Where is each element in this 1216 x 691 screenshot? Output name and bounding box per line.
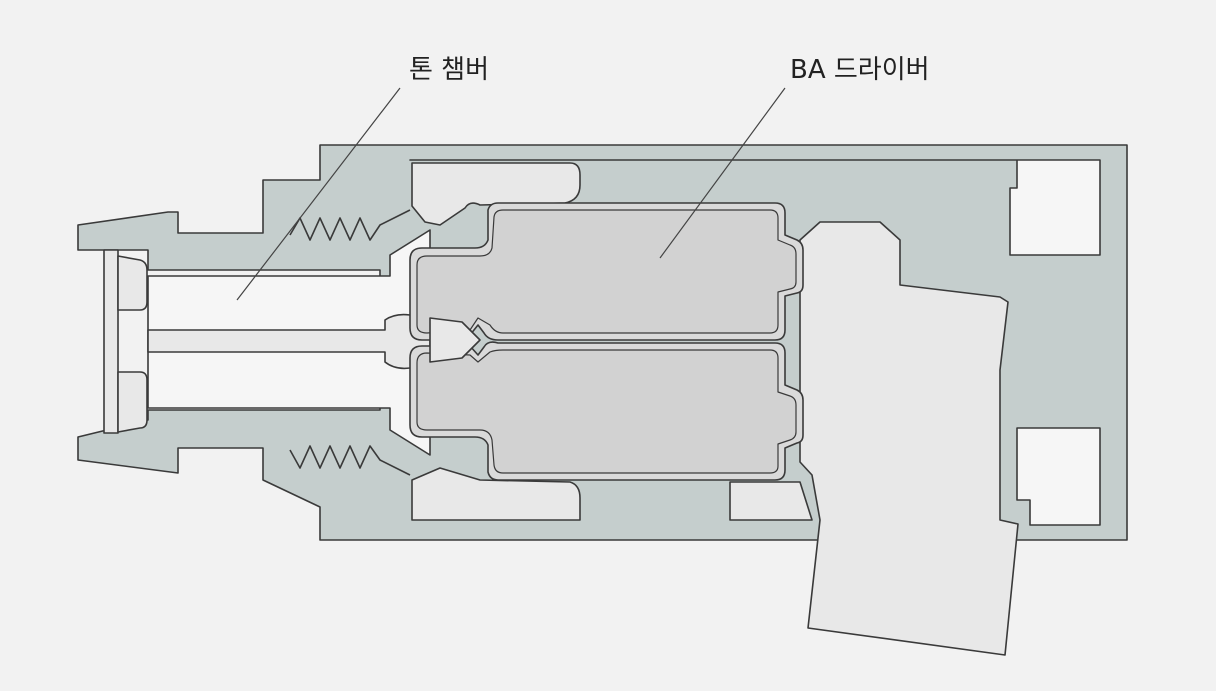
stem-body — [799, 221, 1019, 656]
filter-upper-cap — [117, 255, 148, 311]
filter-lower-cap — [117, 371, 148, 433]
ba-driver-lower — [416, 349, 797, 474]
upper-spacer — [411, 162, 581, 226]
ba-driver-upper — [416, 209, 797, 334]
lower-spacer-right — [729, 481, 813, 521]
ba-driver-label: BA 드라이버 — [790, 55, 930, 85]
tone-chamber-label: 톤 챔버 — [409, 55, 489, 85]
filter-plate — [103, 249, 119, 434]
lower-spacer — [411, 467, 581, 521]
lower-thread — [289, 445, 411, 476]
driver-nozzle-splitter — [429, 317, 481, 363]
ba-driver-leader-line — [659, 87, 786, 259]
tone-chamber-leader-line — [236, 87, 401, 301]
rear-cavity — [409, 159, 1101, 256]
upper-thread — [289, 209, 411, 241]
rear-cavity-lower — [1016, 427, 1101, 526]
